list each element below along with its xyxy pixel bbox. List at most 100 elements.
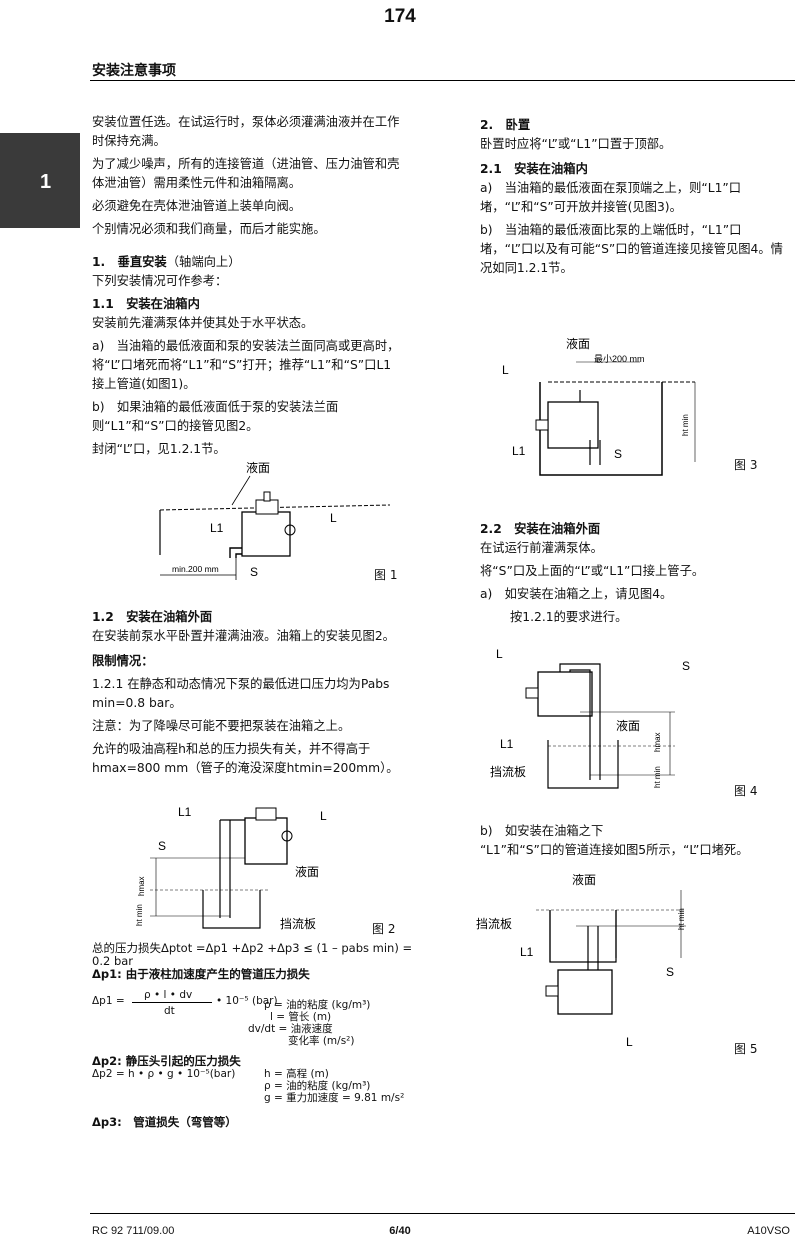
fig4-caption: 图 4	[734, 784, 758, 798]
formula-dp2: Δp2 = h • ρ • g • 10⁻⁵(bar)	[92, 1068, 236, 1080]
footer-page: 6/40	[389, 1225, 411, 1237]
formula-dp1-l: l = 管长 (m)	[270, 1011, 332, 1023]
formula-dp3-title: Δp3: 管道损失（弯管等）	[92, 1115, 237, 1129]
s22-a2: 按1.2.1的要求进行。	[510, 610, 628, 624]
fig4-liquid: 液面	[616, 718, 640, 733]
fig1-l1: L1	[210, 521, 224, 535]
fig1-liquid: 液面	[246, 460, 270, 475]
fig5-caption: 图 5	[734, 1042, 758, 1056]
chapter-tab: 1	[0, 133, 80, 228]
s22-connect: 将“S”口及上面的“L”或“L1”口接上管子。	[480, 564, 705, 578]
formula-dp1-dv: dv/dt = 油液速度	[248, 1023, 333, 1035]
s11-heading: 1.1 安装在油箱内	[92, 297, 200, 311]
s11-close: 封闭“L”口，见1.2.1节。	[92, 442, 226, 456]
intro-3: 必须避免在壳体泄油管道上装单向阀。	[92, 199, 302, 213]
page-number: 174	[384, 6, 416, 27]
fig1-l: L	[330, 511, 337, 525]
fig4-s: S	[682, 659, 690, 673]
fig3-l1: L1	[512, 444, 526, 458]
s11-text: 安装前先灌满泵体并使其处于水平状态。	[92, 316, 314, 330]
s22-text: 在试运行前灌满泵体。	[480, 541, 603, 555]
formula-dp1-dv2: 变化率 (m/s²)	[288, 1035, 355, 1047]
fig2-liquid: 液面	[295, 864, 319, 879]
left-column: 安装位置任选。在试运行时，泵体必须灌满油液并在工作时保持充满。 为了减少噪声，所…	[92, 113, 402, 463]
right-column-3: b) 如安装在油箱之下 “L1”和“S”口的管道连接如图5所示，“L”口堵死。	[480, 822, 792, 864]
fig2-hmax: hmax	[137, 876, 146, 896]
left-column-2: 1.2 安装在油箱外面 在安装前泵水平卧置并灌满油液。油箱上的安装见图2。 限制…	[92, 608, 402, 782]
s12-p121: 1.2.1 在静态和动态情况下泵的最低进口压力均为Pabs min=0.8 ba…	[92, 677, 390, 710]
fig4-l1: L1	[500, 737, 514, 751]
s11-a: a) 当油箱的最低液面和泵的安装法兰面同高或更高时，将“L”口堵死而将“L1”和…	[92, 339, 400, 391]
formula-dp1-title: Δp1: 由于液柱加速度产生的管道压力损失	[92, 967, 310, 981]
figure-5: 液面 挡流板 L1 S L ht min	[476, 872, 686, 1049]
formula-dp2-rho: ρ = 油的粘度 (kg/m³)	[264, 1080, 371, 1092]
s12-heading: 1.2 安装在油箱外面	[92, 610, 213, 624]
fig3-htmin: ht min	[681, 414, 690, 436]
s22-heading: 2.2 安装在油箱外面	[480, 522, 601, 536]
fig2-htmin: ht min	[135, 904, 144, 926]
fig5-liquid: 液面	[572, 872, 596, 887]
formula-total: 总的压力损失Δptot =Δp1 +Δp2 +Δp3 ≤ (1 – pabs m…	[92, 941, 413, 968]
fig5-baffle: 挡流板	[476, 917, 512, 931]
s21-heading: 2.1 安装在油箱内	[480, 162, 588, 176]
s22b-text: “L1”和“S”口的管道连接如图5所示，“L”口堵死。	[480, 843, 749, 857]
header-rule	[90, 80, 795, 81]
s2-heading: 2. 卧置	[480, 118, 531, 132]
figure-3: 液面 最小200 mm L L1 S ht min	[502, 336, 696, 476]
fig3-liquid: 液面	[566, 336, 590, 351]
formula-dp1-num: ρ • l • dv	[144, 989, 193, 1001]
formula-dp1-rho: ρ = 油的粘度 (kg/m³)	[264, 999, 371, 1011]
fig2-caption: 图 2	[372, 922, 396, 936]
fig3-dim: 最小200 mm	[594, 354, 645, 364]
fig5-htmin: ht min	[677, 908, 686, 930]
formula-dp2-title: Δp2: 静压头引起的压力损失	[92, 1054, 241, 1068]
s1-heading: 1. 垂直安装	[92, 255, 167, 269]
intro-1: 安装位置任选。在试运行时，泵体必须灌满油液并在工作时保持充满。	[92, 115, 400, 148]
figure-4: L S L1 液面 挡流板 hmax ht min	[490, 647, 690, 789]
fig2-l1: L1	[178, 805, 192, 819]
fig5-l1: L1	[520, 945, 534, 959]
fig4-htmin: ht min	[653, 766, 662, 788]
section-title: 安装注意事项	[92, 63, 176, 79]
fig3-l: L	[502, 363, 509, 377]
s12-text: 在安装前泵水平卧置并灌满油液。油箱上的安装见图2。	[92, 629, 395, 643]
intro-4: 个别情况必须和我们商量，而后才能实施。	[92, 222, 326, 236]
fig4-baffle: 挡流板	[490, 765, 526, 779]
formula-fraction-bar	[132, 1002, 212, 1003]
fig1-s: S	[250, 565, 258, 579]
formulas: 总的压力损失Δptot =Δp1 +Δp2 +Δp3 ≤ (1 – pabs m…	[92, 942, 422, 1129]
s22-a: a) 如安装在油箱之上，请见图4。	[480, 587, 673, 601]
formula-dp1-lhs: Δp1 =	[92, 995, 125, 1007]
fig2-l: L	[320, 809, 327, 823]
s12-allow: 允许的吸油高程h和总的压力损失有关，并不得高于hmax=800 mm（管子的淹没…	[92, 742, 399, 775]
fig5-s: S	[666, 965, 674, 979]
fig1-dim: min.200 mm	[172, 564, 219, 574]
s2-text: 卧置时应将“L”或“L1”口置于顶部。	[480, 137, 672, 151]
s12-note: 注意：为了降噪尽可能不要把泵装在油箱之上。	[92, 719, 351, 733]
formula-dp2-h: h = 高程 (m)	[264, 1068, 329, 1080]
intro-2: 为了减少噪声，所有的连接管道（进油管、压力油管和壳体泄油管）需用柔性元件和油箱隔…	[92, 157, 400, 190]
figure-1: 液面 L1 L S min.200 mm	[159, 460, 391, 580]
formula-dp1-tail: • 10⁻⁵ (bar)	[216, 995, 278, 1007]
footer-product: A10VSO	[747, 1225, 790, 1237]
figure-2: L1 L S 液面 挡流板 hmax ht min	[135, 805, 327, 931]
s12-limit: 限制情况：	[92, 654, 154, 668]
s1-heading-note: （轴端向上）	[166, 255, 241, 269]
fig4-l: L	[496, 647, 503, 661]
fig2-baffle: 挡流板	[280, 917, 316, 931]
right-column: 2. 卧置 卧置时应将“L”或“L1”口置于顶部。 2.1 安装在油箱内 a) …	[480, 116, 790, 282]
fig3-caption: 图 3	[734, 458, 758, 472]
right-column-2: 2.2 安装在油箱外面 在试运行前灌满泵体。 将“S”口及上面的“L”或“L1”…	[480, 520, 790, 631]
fig1-caption: 图 1	[374, 568, 398, 582]
fig4-hmax: hmax	[653, 732, 662, 752]
footer-doc-id: RC 92 711/09.00	[92, 1225, 175, 1237]
s1-sub: 下列安装情况可作参考：	[92, 274, 228, 288]
s21-b: b) 当油箱的最低液面比泵的上端低时，“L1”口堵，“L”口以及有可能“S”口的…	[480, 223, 783, 275]
chapter-tab-number: 1	[40, 171, 52, 193]
footer-rule	[90, 1213, 795, 1214]
s11-b: b) 如果油箱的最低液面低于泵的安装法兰面则“L1”和“S”口的接管见图2。	[92, 400, 339, 433]
fig2-s: S	[158, 839, 166, 853]
formula-dp2-g: g = 重力加速度 = 9.81 m/s²	[264, 1092, 405, 1104]
formula-dp1-den: dt	[164, 1005, 175, 1017]
s21-a: a) 当油箱的最低液面在泵顶端之上，则“L1”口堵，“L”和“S”可开放并接管(…	[480, 181, 742, 214]
